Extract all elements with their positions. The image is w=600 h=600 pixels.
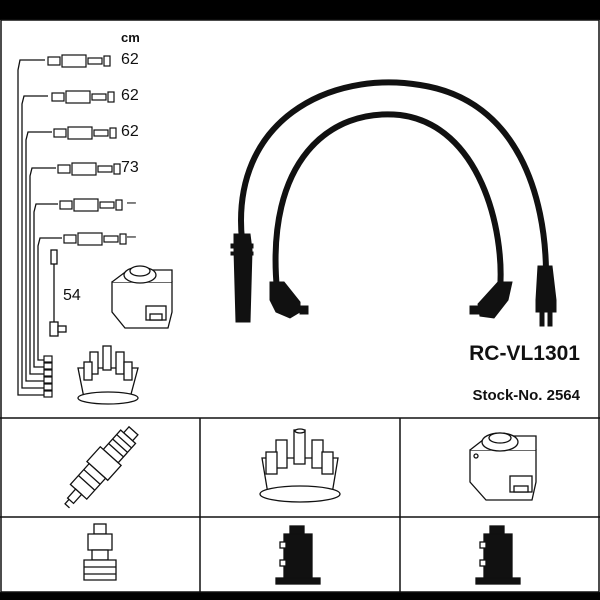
distributor-cap-icon	[259, 428, 341, 503]
top-black-bar	[0, 0, 600, 20]
coil-lead	[49, 249, 67, 337]
bottom-black-bar	[0, 592, 600, 600]
lead-length-3: 62	[121, 123, 139, 140]
lead-length-5: –	[127, 194, 136, 211]
spark-plug-icon	[64, 425, 139, 509]
cable-boots	[230, 233, 557, 327]
coil-connector-icon	[475, 525, 521, 585]
lead-length-2: 62	[121, 87, 139, 104]
dist-cap-small	[77, 345, 139, 405]
unit-label: cm	[121, 30, 140, 45]
cable-assembly	[238, 79, 549, 293]
plug-connector-icon	[83, 523, 117, 581]
lead-length-6: –	[127, 228, 136, 245]
lead-length-1: 62	[121, 51, 139, 68]
frame-border	[0, 19, 600, 593]
lead-bundle	[17, 59, 62, 396]
lead-length-4: 73	[121, 159, 139, 176]
stock-number: Stock-No. 2564	[472, 387, 580, 404]
lead-connectors	[43, 54, 127, 398]
coil-lead-length: 54	[63, 287, 81, 304]
coil-small	[111, 265, 173, 329]
model-title: RC-VL1301	[469, 342, 580, 365]
ignition-coil-icon	[469, 432, 537, 501]
cap-connector-icon	[275, 525, 321, 585]
